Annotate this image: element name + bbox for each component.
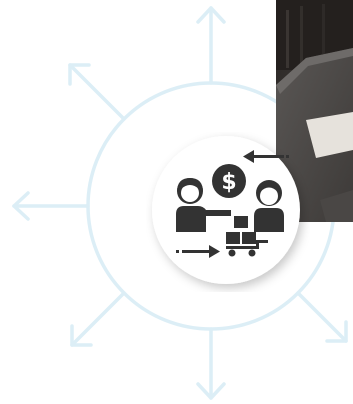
arrow-down-icon — [198, 329, 224, 398]
trade-badge: $ — [146, 132, 310, 292]
arrow-up-left-icon — [70, 65, 124, 119]
dollar-coin-icon: $ — [212, 164, 246, 198]
currency-symbol: $ — [221, 170, 236, 195]
arrow-left-icon — [14, 193, 88, 219]
arrow-down-right-icon — [298, 293, 346, 341]
arrow-up-icon — [198, 8, 224, 83]
arrow-down-left-icon — [72, 293, 124, 345]
